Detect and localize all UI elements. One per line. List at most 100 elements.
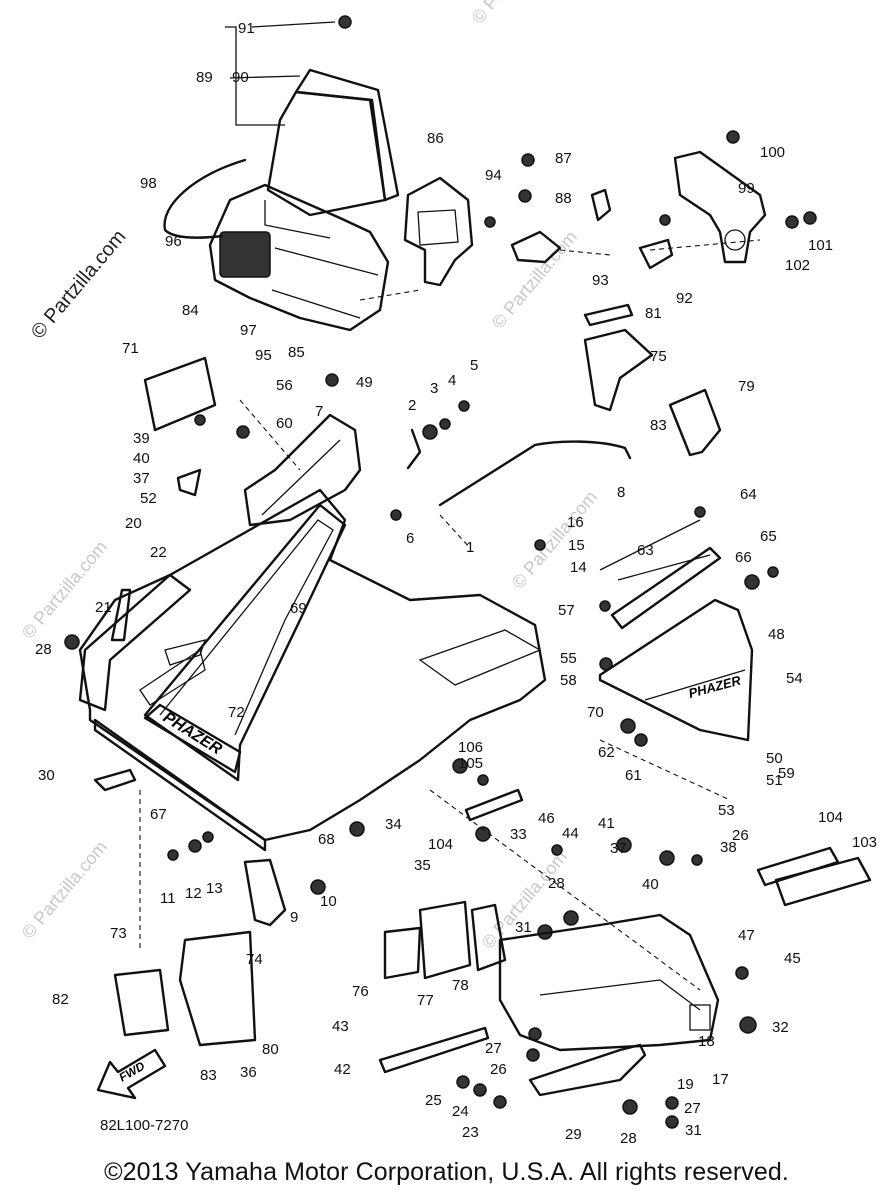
side-panel-48: PHAZER bbox=[598, 598, 754, 742]
watermark: © Partzilla.com bbox=[18, 837, 111, 943]
part-callout-76: 76 bbox=[352, 983, 369, 1000]
part-callout-106: 106 bbox=[458, 739, 483, 756]
part-callout-78: 78 bbox=[452, 977, 469, 994]
watermarks: © Partzilla.com © Partzilla.com © Partzi… bbox=[18, 0, 601, 953]
linkage-7-49 bbox=[243, 413, 362, 527]
strut-20 bbox=[78, 573, 192, 712]
part-callout-44: 44 bbox=[562, 825, 579, 842]
part-callout-5: 5 bbox=[470, 357, 478, 374]
part-callout-56: 56 bbox=[276, 377, 293, 394]
watermark: © Partzilla.com bbox=[468, 0, 561, 28]
plate-104-right bbox=[756, 846, 840, 887]
part-callout-27: 27 bbox=[684, 1100, 701, 1117]
side-logo: PHAZER bbox=[687, 672, 743, 700]
strut-21 bbox=[110, 588, 132, 642]
bracket-37 bbox=[176, 468, 202, 497]
part-callout-70: 70 bbox=[587, 704, 604, 721]
panel-74 bbox=[178, 930, 257, 1047]
part-callout-25: 25 bbox=[425, 1092, 442, 1109]
part-callout-40: 40 bbox=[133, 450, 150, 467]
part-callout-63: 63 bbox=[637, 542, 654, 559]
part-callout-42: 42 bbox=[334, 1061, 351, 1078]
part-callout-20: 20 bbox=[125, 515, 142, 532]
part-callout-48: 48 bbox=[768, 626, 785, 643]
part-callout-71: 71 bbox=[122, 340, 139, 357]
part-callout-74: 74 bbox=[246, 951, 263, 968]
headlight-housing bbox=[208, 183, 390, 332]
part-callout-89: 89 bbox=[196, 69, 213, 86]
part-callout-1: 1 bbox=[466, 539, 474, 556]
strip-81 bbox=[583, 303, 634, 327]
part-callout-57: 57 bbox=[558, 602, 575, 619]
parts-diagram: © Partzilla.com © Partzilla.com © Partzi… bbox=[18, 0, 877, 1147]
part-callout-75: 75 bbox=[650, 348, 667, 365]
part-callout-21: 21 bbox=[95, 599, 112, 616]
part-callout-93: 93 bbox=[592, 272, 609, 289]
part-callout-80: 80 bbox=[262, 1041, 279, 1058]
part-callout-101: 101 bbox=[808, 237, 833, 254]
part-callout-88: 88 bbox=[555, 190, 572, 207]
part-callout-6: 6 bbox=[406, 530, 414, 547]
part-callout-12: 12 bbox=[185, 885, 202, 902]
part-callout-50: 50 bbox=[766, 750, 783, 767]
part-callout-9: 9 bbox=[290, 909, 298, 926]
part-callout-94: 94 bbox=[485, 167, 502, 184]
part-callout-38: 38 bbox=[720, 839, 737, 856]
strip-42 bbox=[378, 1026, 490, 1074]
part-callout-26: 26 bbox=[732, 827, 749, 844]
part-callout-34: 34 bbox=[385, 816, 402, 833]
part-callout-98: 98 bbox=[140, 175, 157, 192]
part-callout-28: 28 bbox=[35, 641, 52, 658]
fwd-arrow: FWD bbox=[96, 1048, 167, 1100]
part-callout-100: 100 bbox=[760, 144, 785, 161]
part-callout-29: 29 bbox=[565, 1126, 582, 1143]
part-callout-58: 58 bbox=[560, 672, 577, 689]
lower-console bbox=[498, 913, 720, 1052]
part-callout-66: 66 bbox=[735, 549, 752, 566]
diagram-code: 82L100-7270 bbox=[100, 1117, 188, 1134]
part-callout-65: 65 bbox=[760, 528, 777, 545]
bracket-9 bbox=[243, 858, 287, 927]
part-callout-72: 72 bbox=[228, 704, 245, 721]
emblem-plate-72: PHAZER bbox=[143, 703, 242, 774]
part-callout-31: 31 bbox=[515, 919, 532, 936]
part-callout-53: 53 bbox=[718, 802, 735, 819]
part-callout-40: 40 bbox=[642, 876, 659, 893]
watermark: © Partzilla.com bbox=[508, 487, 601, 593]
part-callout-11: 11 bbox=[160, 890, 176, 907]
part-callout-83: 83 bbox=[650, 417, 667, 434]
part-callout-30: 30 bbox=[38, 767, 55, 784]
part-callout-10: 10 bbox=[320, 893, 337, 910]
panel-79 bbox=[668, 388, 722, 457]
part-callout-27: 27 bbox=[485, 1040, 502, 1057]
part-callout-77: 77 bbox=[417, 992, 434, 1009]
part-callout-15: 15 bbox=[568, 537, 585, 554]
cover-76 bbox=[383, 926, 422, 980]
bracket-99 bbox=[673, 150, 767, 264]
bracket-30 bbox=[93, 768, 137, 792]
part-callout-64: 64 bbox=[740, 486, 757, 503]
part-callout-43: 43 bbox=[332, 1018, 349, 1035]
part-callout-17: 17 bbox=[712, 1071, 729, 1088]
part-callout-41: 41 bbox=[598, 815, 615, 832]
part-callout-49: 49 bbox=[356, 374, 373, 391]
part-callout-105: 105 bbox=[458, 755, 483, 772]
part-callout-33: 33 bbox=[510, 826, 527, 843]
part-callout-59: 59 bbox=[778, 765, 795, 782]
bracket-88 bbox=[510, 230, 562, 264]
strip-63 bbox=[610, 546, 722, 630]
plate-103 bbox=[774, 856, 872, 907]
copyright-notice: ©2013 Yamaha Motor Corporation, U.S.A. A… bbox=[104, 1158, 789, 1186]
part-callout-32: 32 bbox=[772, 1019, 789, 1036]
part-callout-8: 8 bbox=[617, 484, 625, 501]
watermark-main: © Partzilla.com bbox=[27, 226, 130, 343]
part-callout-102: 102 bbox=[785, 257, 810, 274]
part-callout-96: 96 bbox=[165, 233, 182, 250]
part-callout-35: 35 bbox=[414, 857, 431, 874]
part-callout-3: 3 bbox=[430, 380, 438, 397]
part-callout-37: 37 bbox=[133, 470, 150, 487]
watermark: © Partzilla.com bbox=[488, 227, 581, 333]
part-callout-79: 79 bbox=[738, 378, 755, 395]
part-callout-68: 68 bbox=[318, 831, 335, 848]
